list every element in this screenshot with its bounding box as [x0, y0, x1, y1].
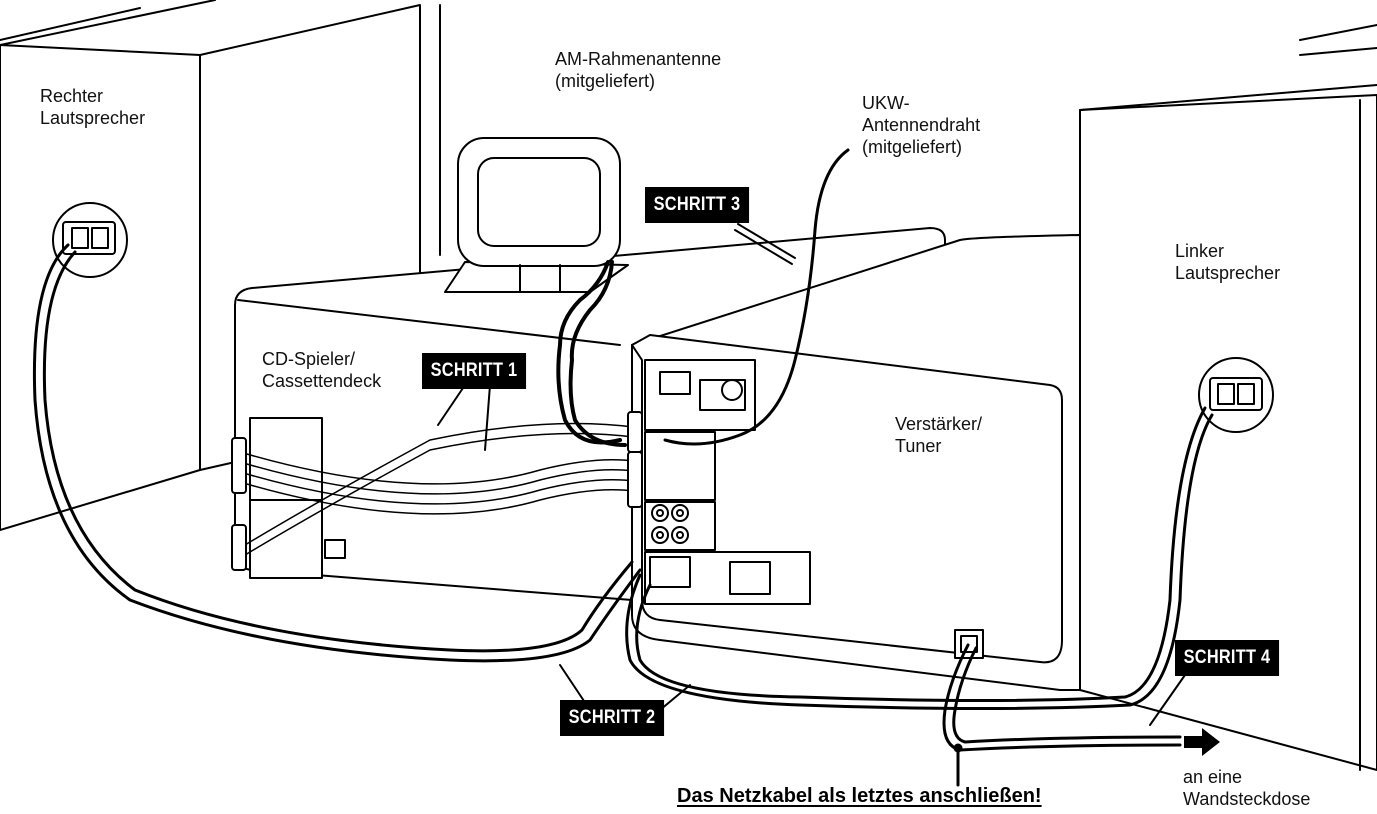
amp-tuner-label: Verstärker/ Tuner [895, 413, 982, 457]
am-antenna-label: AM-Rahmenantenne (mitgeliefert) [555, 48, 721, 92]
step-3-badge: SCHRITT 3 [645, 187, 749, 223]
fm-antenna-label: UKW- Antennendraht (mitgeliefert) [862, 92, 980, 158]
left-speaker-label: Linker Lautsprecher [1175, 240, 1280, 284]
cd-deck-label: CD-Spieler/ Cassettendeck [262, 348, 381, 392]
step-1-badge: SCHRITT 1 [422, 353, 526, 389]
power-cord-warning: Das Netzkabel als letztes anschließen! [677, 785, 1042, 808]
right-speaker-label: Rechter Lautsprecher [40, 85, 145, 129]
step-2-badge: SCHRITT 2 [560, 700, 664, 736]
am-loop-antenna [445, 138, 628, 292]
wall-outlet-label: an eine Wandsteckdose [1183, 766, 1310, 810]
step-4-badge: SCHRITT 4 [1175, 640, 1279, 676]
wall-outlet-arrow [1184, 728, 1220, 756]
